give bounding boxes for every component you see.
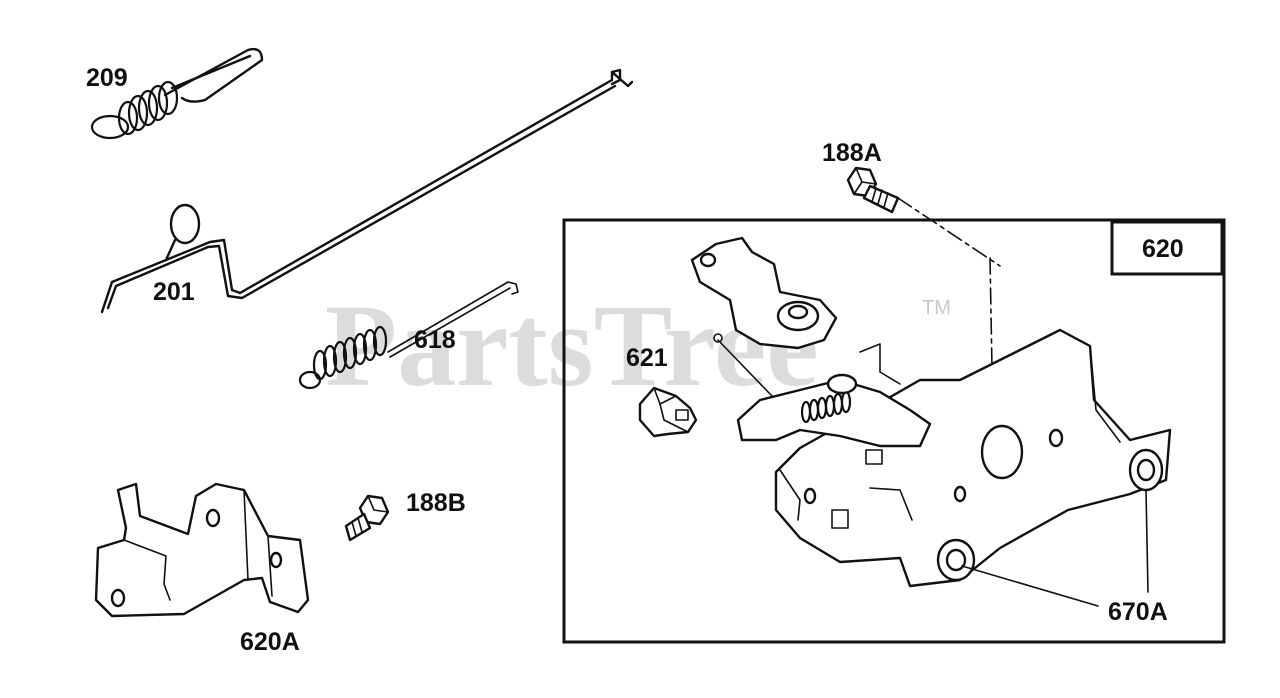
assembly-620-tag <box>1110 220 1224 276</box>
label-188b: 188B <box>406 489 466 517</box>
part-188b-screw[interactable] <box>344 494 390 542</box>
alignment-line <box>989 257 1121 441</box>
part-201-governor-rod[interactable] <box>100 68 634 314</box>
assembly-620-box <box>562 218 1226 644</box>
part-621-clip[interactable] <box>638 386 698 438</box>
label-188a: 188A <box>822 139 882 167</box>
part-618-governor-spring[interactable] <box>298 281 519 390</box>
label-209: 209 <box>86 64 128 92</box>
part-620a-bracket[interactable] <box>94 482 310 618</box>
label-621: 621 <box>626 344 668 372</box>
trademark: TM <box>922 297 951 319</box>
label-618: 618 <box>414 326 456 354</box>
leader-670a-right <box>1145 489 1149 593</box>
part-209-spring-clip[interactable] <box>90 47 264 140</box>
label-201: 201 <box>153 278 195 306</box>
label-620a: 620A <box>240 628 300 656</box>
label-620: 620 <box>1142 235 1184 263</box>
part-188a-screw[interactable] <box>846 166 1001 267</box>
label-670a: 670A <box>1108 598 1168 626</box>
part-620-control-assembly[interactable] <box>690 236 1172 588</box>
leader-670a-lower <box>961 565 1099 607</box>
